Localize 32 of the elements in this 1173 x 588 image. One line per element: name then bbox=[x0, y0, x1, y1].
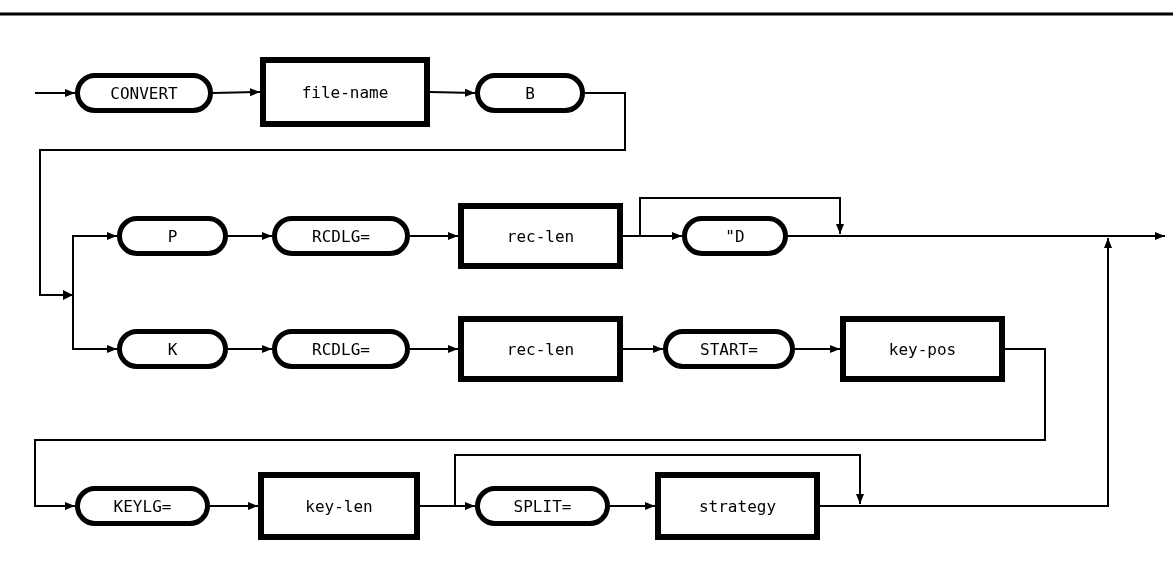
connector-arrow bbox=[34, 348, 1046, 510]
parameter-box: key-len bbox=[258, 472, 420, 540]
connector-arrow bbox=[39, 92, 626, 353]
connector-arrow bbox=[819, 237, 1112, 507]
keyword-terminal: B bbox=[475, 73, 585, 113]
keyword-terminal: CONVERT bbox=[75, 73, 213, 113]
keyword-terminal: "D bbox=[682, 216, 788, 256]
keyword-terminal: P bbox=[117, 216, 228, 256]
connector-arrow bbox=[227, 232, 273, 240]
connector-arrow bbox=[794, 345, 841, 353]
parameter-box: strategy bbox=[655, 472, 820, 540]
keyword-terminal: K bbox=[117, 329, 228, 369]
connector-arrow bbox=[409, 345, 459, 353]
connector-arrow bbox=[227, 345, 273, 353]
connector-arrow bbox=[212, 88, 261, 97]
parameter-box: key-pos bbox=[840, 316, 1005, 382]
keyword-terminal: SPLIT= bbox=[475, 486, 610, 526]
connector-arrow bbox=[34, 89, 76, 97]
keyword-terminal: START= bbox=[663, 329, 795, 369]
connector-arrow bbox=[409, 232, 459, 240]
parameter-box: file-name bbox=[260, 57, 430, 127]
keyword-terminal: RCDLG= bbox=[272, 216, 410, 256]
keyword-terminal: KEYLG= bbox=[75, 486, 210, 526]
parameter-box: rec-len bbox=[458, 203, 623, 269]
connector-arrow bbox=[429, 88, 476, 97]
parameter-box: rec-len bbox=[458, 316, 623, 382]
keyword-terminal: RCDLG= bbox=[272, 329, 410, 369]
connector-arrow bbox=[209, 502, 259, 510]
connector-arrow bbox=[622, 197, 844, 237]
connector-arrow bbox=[622, 345, 664, 353]
connector-arrow bbox=[787, 232, 1166, 240]
connector-arrow bbox=[609, 502, 656, 510]
